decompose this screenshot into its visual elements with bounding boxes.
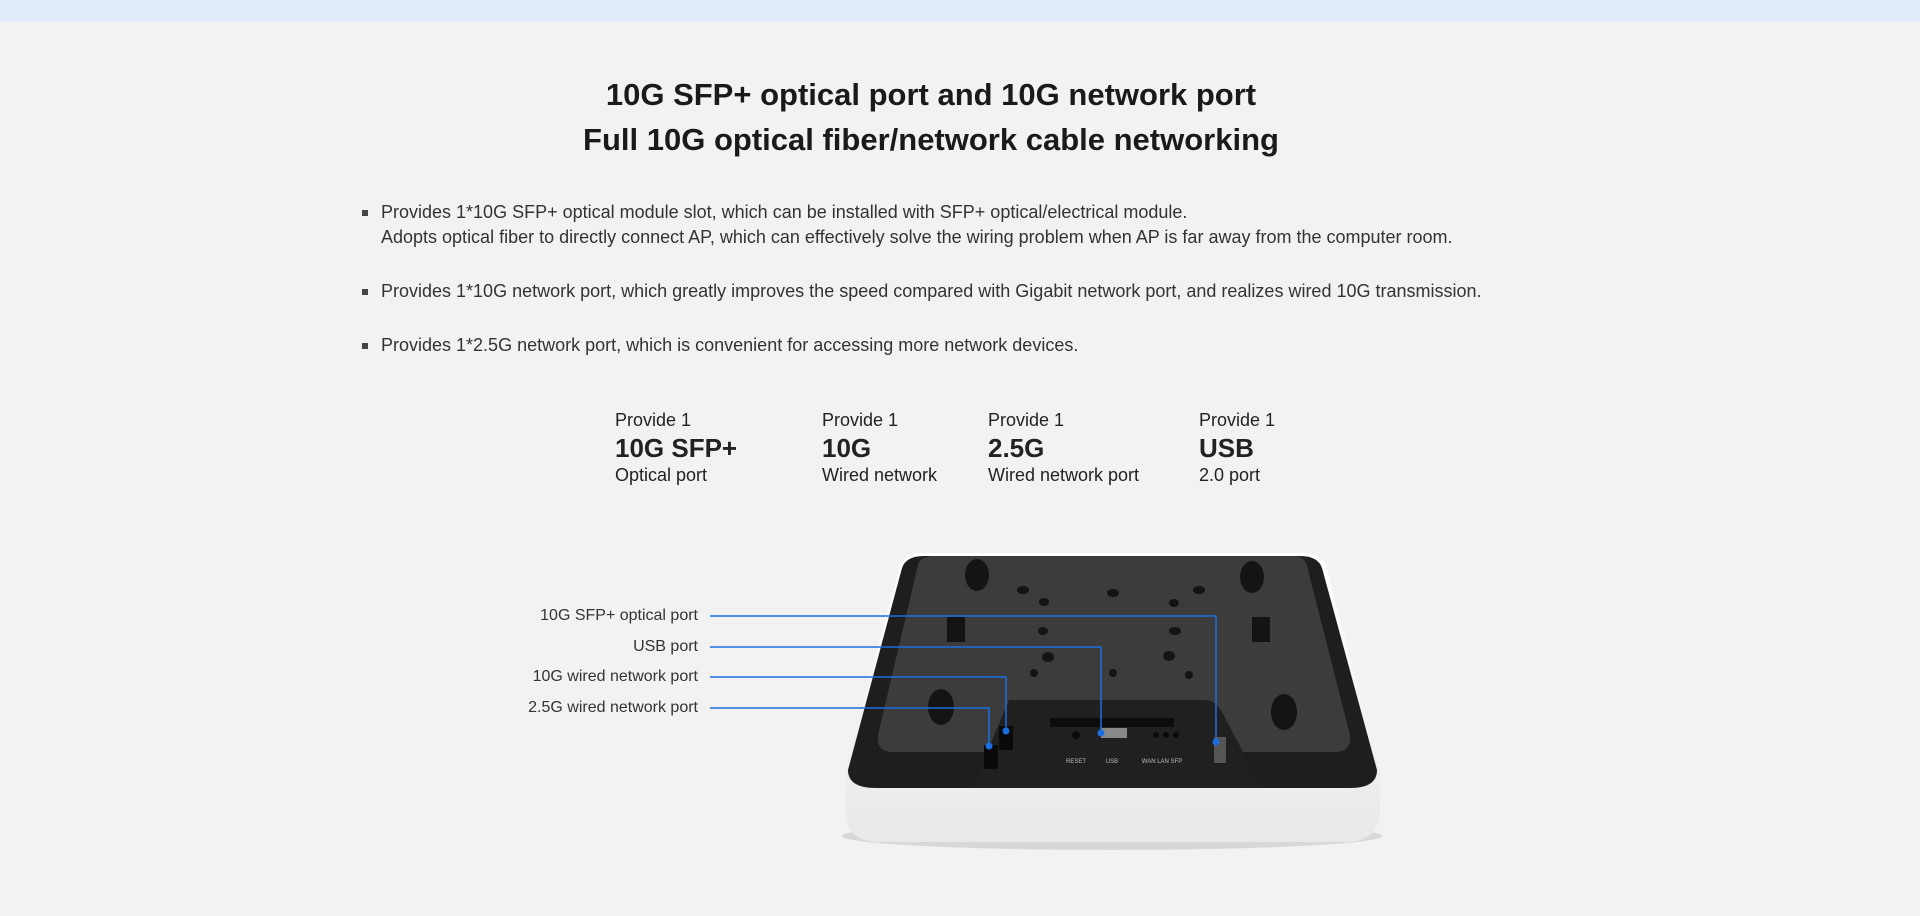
spec-value: 10G bbox=[822, 433, 872, 463]
callout-line-sfp bbox=[710, 615, 1217, 742]
spec-value: USB bbox=[1199, 433, 1254, 463]
feature-text: Provides 1*2.5G network port, which is c… bbox=[381, 335, 1079, 355]
feature-text: Provides 1*10G SFP+ optical module slot,… bbox=[381, 202, 1188, 222]
usb-label: USB bbox=[1106, 759, 1118, 765]
feature-text: Provides 1*10G network port, which great… bbox=[381, 281, 1482, 301]
wan-lan-sfp-label: WAN LAN SFP bbox=[1142, 759, 1182, 765]
feature-item: Provides 1*10G network port, which great… bbox=[362, 279, 1482, 304]
spec-provide: Provide 1 bbox=[822, 410, 899, 430]
spec-10g: Provide 1 10G Wired network bbox=[822, 407, 937, 487]
callout-label-10g: 10G wired network port bbox=[532, 668, 698, 685]
port-2-5g bbox=[984, 745, 998, 769]
feature-item: Provides 1*2.5G network port, which is c… bbox=[362, 333, 1482, 358]
spec-provide: Provide 1 bbox=[988, 410, 1065, 430]
status-leds bbox=[1153, 732, 1179, 738]
port-10g bbox=[999, 726, 1013, 750]
callout-line-2-5g bbox=[710, 707, 990, 746]
mounting-holes bbox=[928, 559, 1297, 730]
page-title: 10G SFP+ optical port and 10G network po… bbox=[0, 72, 1891, 162]
title-line-1: 10G SFP+ optical port and 10G network po… bbox=[605, 77, 1257, 112]
spec-value: 10G SFP+ bbox=[615, 433, 738, 463]
top-band bbox=[0, 0, 1920, 22]
spec-sfp: Provide 1 10G SFP+ Optical port bbox=[615, 407, 737, 487]
usb-port bbox=[1101, 728, 1127, 738]
spec-desc: Optical port bbox=[615, 465, 708, 485]
reset-button bbox=[1072, 731, 1080, 739]
feature-item: Provides 1*10G SFP+ optical module slot,… bbox=[362, 200, 1482, 250]
spec-desc: 2.0 port bbox=[1199, 465, 1261, 485]
callout-label-sfp: 10G SFP+ optical port bbox=[540, 607, 698, 624]
callout-lines bbox=[710, 615, 1217, 746]
callout-line-10g bbox=[710, 676, 1007, 731]
spec-value: 2.5G bbox=[988, 433, 1045, 463]
spec-provide: Provide 1 bbox=[615, 410, 692, 430]
spec-desc: Wired network port bbox=[988, 465, 1140, 485]
callout-dots bbox=[985, 727, 1220, 750]
feature-text: Adopts optical fiber to directly connect… bbox=[381, 227, 1453, 247]
title-line-2: Full 10G optical fiber/network cable net… bbox=[583, 122, 1279, 157]
spec-usb: Provide 1 USB 2.0 port bbox=[1199, 407, 1275, 487]
callout-label-2-5g: 2.5G wired network port bbox=[528, 699, 698, 716]
feature-list: Provides 1*10G SFP+ optical module slot,… bbox=[362, 200, 1482, 387]
spec-2-5g: Provide 1 2.5G Wired network port bbox=[988, 407, 1139, 487]
slot bbox=[1050, 718, 1174, 727]
callout-label-usb: USB port bbox=[633, 638, 698, 655]
reset-label: RESET bbox=[1066, 759, 1086, 765]
callout-line-usb bbox=[710, 646, 1102, 732]
mounting-plate bbox=[877, 556, 1351, 752]
spec-desc: Wired network bbox=[822, 465, 938, 485]
spec-provide: Provide 1 bbox=[1199, 410, 1276, 430]
port-panel bbox=[972, 700, 1262, 788]
